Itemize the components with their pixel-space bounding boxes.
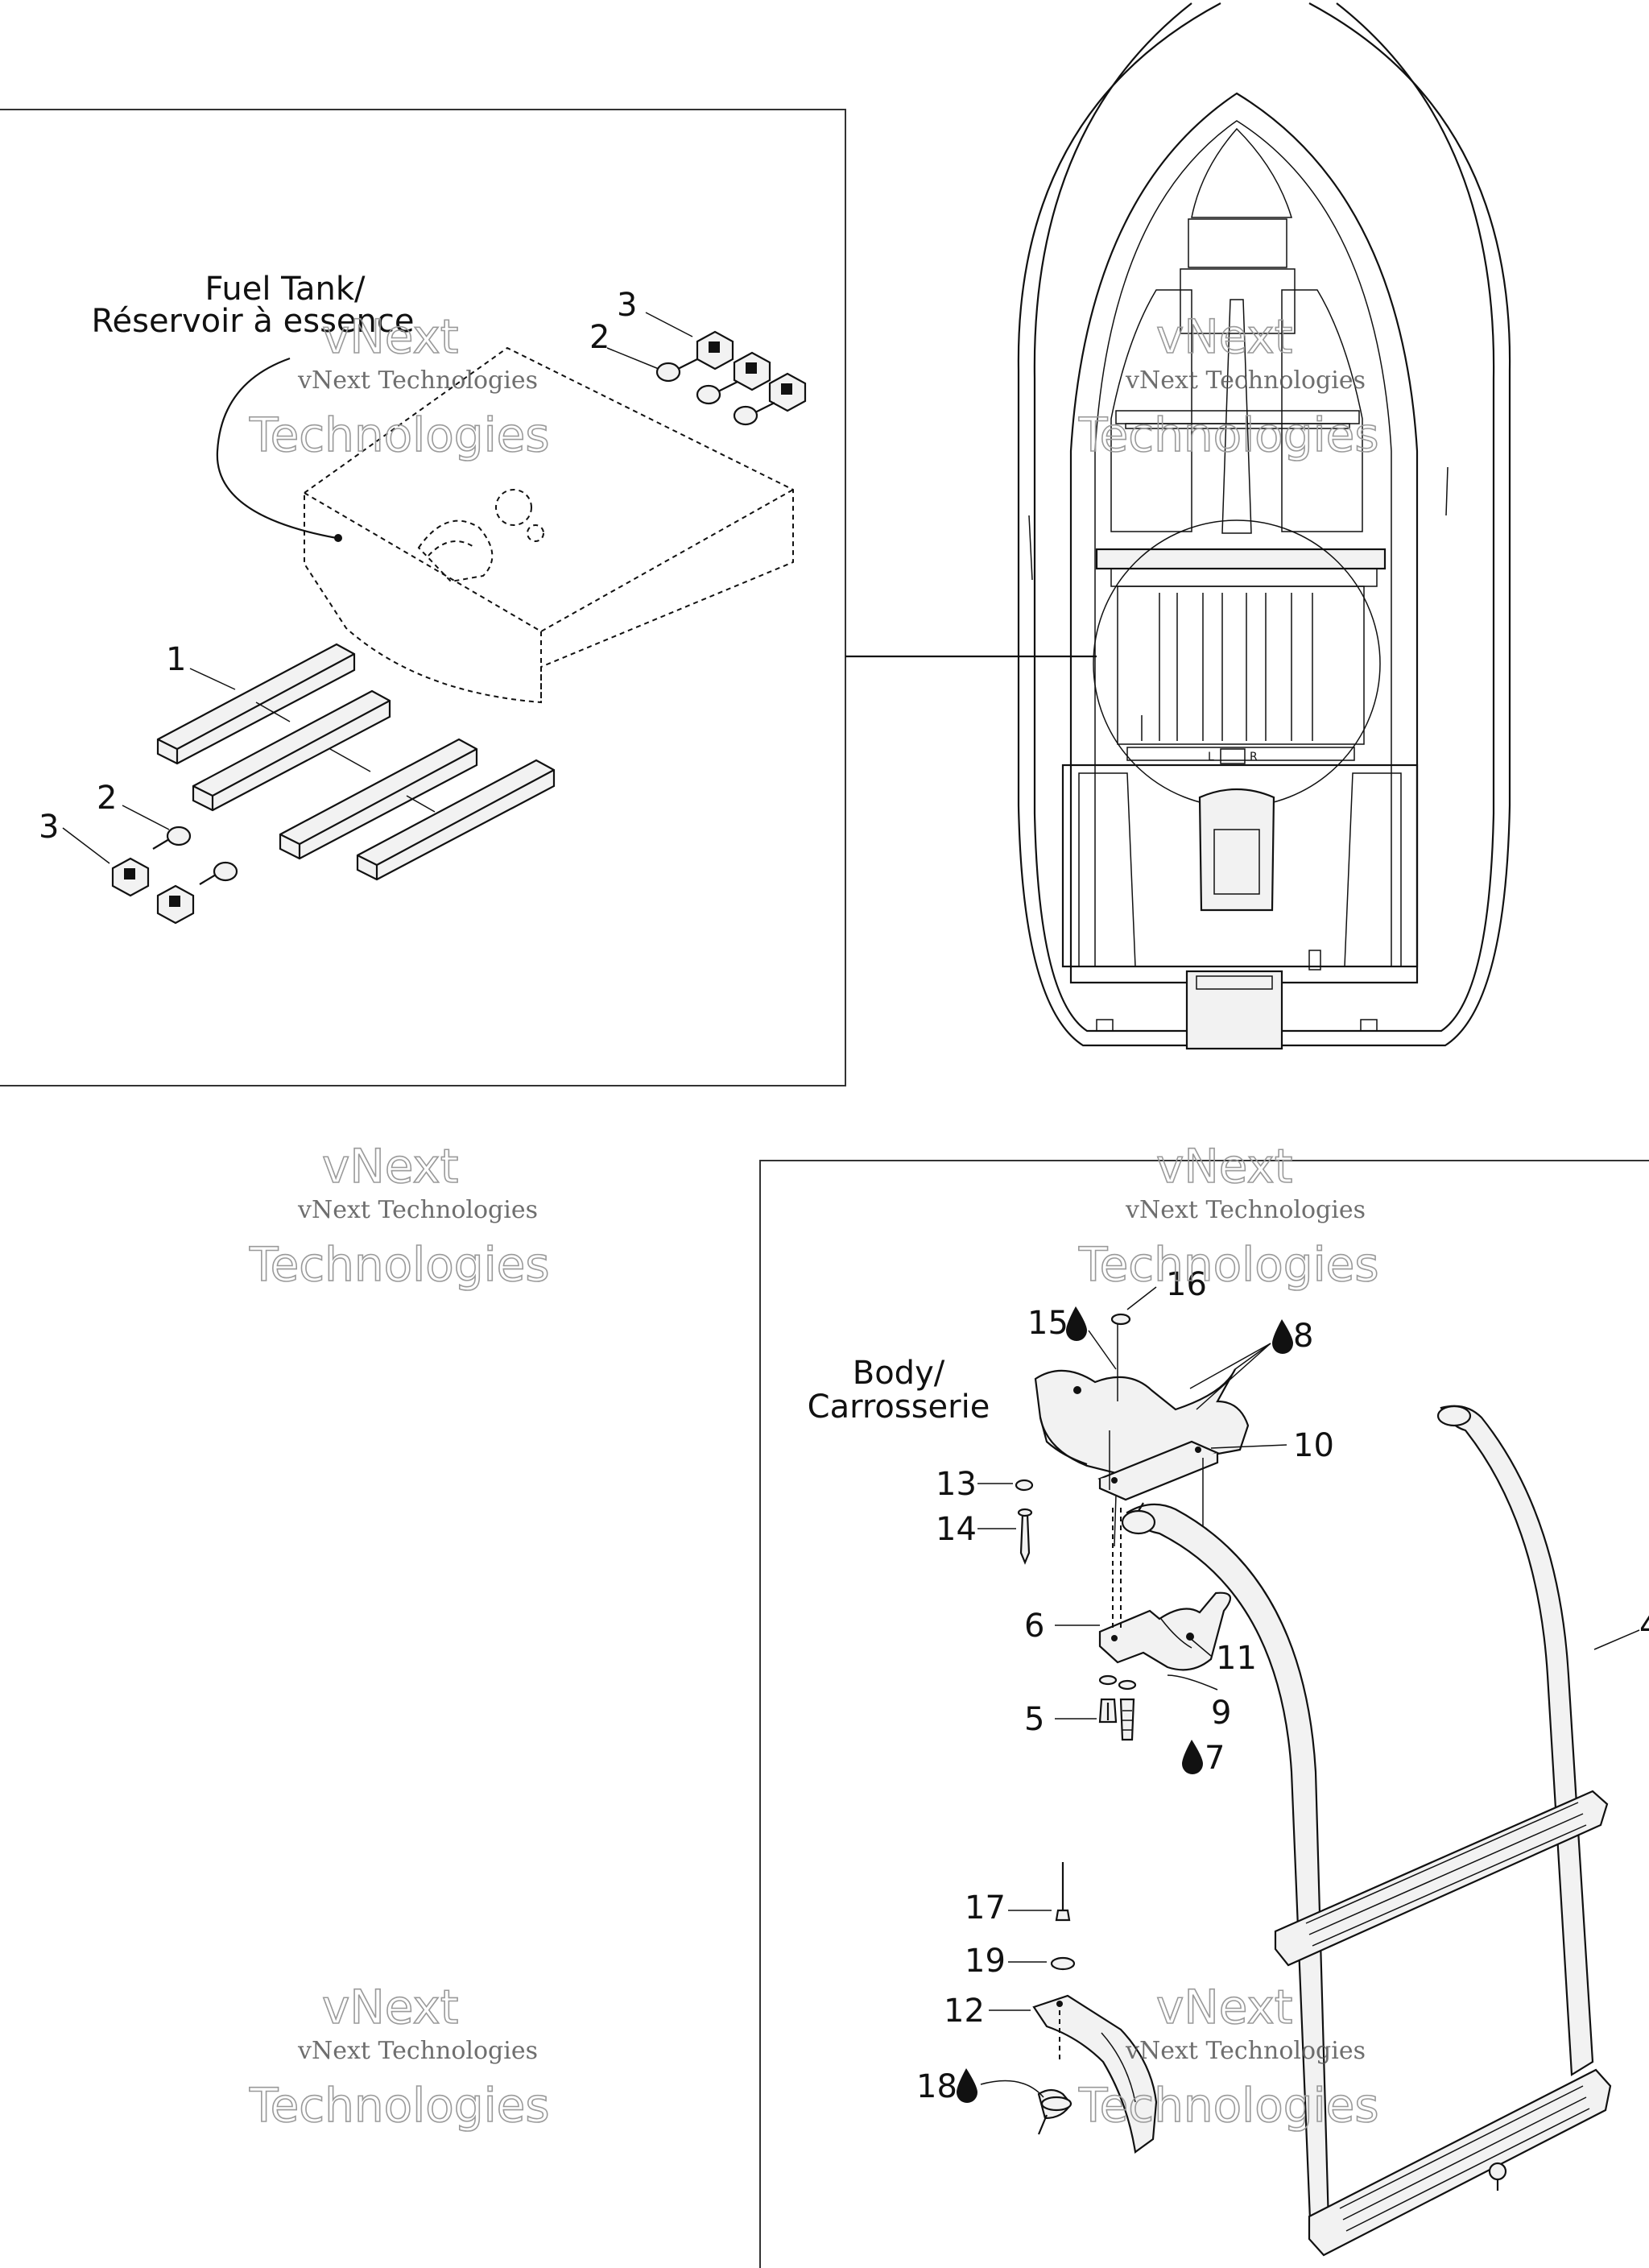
upper-fasteners [655, 330, 807, 426]
svg-text:vNext Technologies: vNext Technologies [1125, 1196, 1366, 1224]
fuel-tank-leader [216, 357, 337, 540]
callout-18: 18 [916, 2068, 957, 2105]
boarding-step-assembly [1032, 1862, 1158, 2154]
sealant-drop-icon [957, 2068, 977, 2103]
callout-9: 9 [1211, 1695, 1231, 1732]
callout-6: 6 [1024, 1608, 1044, 1645]
callout-15-leader [1088, 1330, 1117, 1370]
fuel-tank [304, 346, 794, 704]
svg-text:vNext Technologies: vNext Technologies [1125, 2037, 1366, 2065]
svg-text:Technologies: Technologies [1078, 408, 1379, 462]
callout-5: 5 [1024, 1701, 1044, 1738]
callout-2b-leader [122, 805, 170, 830]
callout-1: 1 [166, 641, 186, 678]
svg-text:vNext: vNext [1156, 1139, 1292, 1194]
body-label-en: Body/ [853, 1355, 945, 1392]
callout-11: 11 [1216, 1640, 1257, 1677]
boat-hull-top-view [1017, 2, 1511, 1050]
svg-text:Technologies: Technologies [1078, 2078, 1379, 2133]
boat-marking-left: L [1208, 751, 1214, 764]
callout-16-leader [1126, 1286, 1157, 1310]
sealant-drop-icon [1182, 1740, 1203, 1774]
body-bracket-assembly [1034, 1313, 1250, 1547]
callout-18-leader [980, 2080, 1044, 2098]
callout-2b: 2 [97, 780, 117, 817]
callout-16: 16 [1166, 1266, 1207, 1303]
svg-text:Technologies: Technologies [249, 1237, 550, 1292]
watermark-2: vNext vNext Technologies Technologies [1077, 308, 1379, 463]
tank-straps [156, 643, 556, 881]
callout-14: 14 [936, 1511, 977, 1548]
svg-text:vNext: vNext [1156, 1980, 1292, 2034]
fuel-tank-detail-frame [0, 109, 846, 1086]
callout-3a: 3 [617, 287, 637, 324]
callout-10: 10 [1293, 1427, 1334, 1464]
callout-2a-leader [606, 347, 659, 370]
callout-3b-leader [62, 827, 110, 864]
body-pointer-dot [1073, 1386, 1081, 1394]
svg-text:vNext: vNext [322, 1139, 458, 1194]
callout-7: 7 [1205, 1740, 1225, 1777]
callout-4-leader [1593, 1629, 1640, 1650]
svg-text:vNext: vNext [322, 1980, 458, 2034]
callout-2a: 2 [589, 319, 610, 356]
callout-17: 17 [965, 1889, 1006, 1927]
sealant-drop-icon [1272, 1319, 1293, 1354]
callout-8-leader [1234, 1343, 1271, 1370]
svg-text:vNext: vNext [1156, 309, 1292, 364]
fuel-tank-pointer-dot [334, 534, 342, 542]
callout-8: 8 [1293, 1318, 1313, 1355]
small-hardware [1015, 1479, 1137, 1741]
watermark-5: vNext vNext Technologies Technologies [248, 1979, 550, 2133]
callout-1-leader [189, 668, 236, 690]
ladder-hinge-bracket [1098, 1508, 1232, 1671]
svg-text:vNext Technologies: vNext Technologies [297, 2037, 538, 2065]
body-label-fr: Carrosserie [808, 1389, 990, 1426]
svg-text:Technologies: Technologies [249, 2078, 550, 2133]
watermark-4: vNext vNext Technologies Technologies [1077, 1138, 1379, 1293]
callout-11-leader [1189, 1637, 1212, 1657]
watermark-1: vNext vNext Technologies Technologies [248, 308, 550, 463]
callout-9-leader [1167, 1674, 1218, 1691]
callout-4: 4 [1639, 1608, 1649, 1645]
boat-marking-right: R [1250, 751, 1258, 764]
svg-text:vNext Technologies: vNext Technologies [1125, 366, 1366, 395]
boarding-ladder [1121, 1405, 1612, 2257]
ladder-detail-frame [759, 1160, 1649, 2268]
callout-3b: 3 [39, 809, 59, 846]
callout-12: 12 [944, 1993, 985, 2030]
svg-text:Technologies: Technologies [1078, 1237, 1379, 1292]
watermark-3: vNext vNext Technologies Technologies [248, 1138, 550, 1293]
callout-19: 19 [965, 1943, 1006, 1980]
sealant-drop-icon [1066, 1306, 1087, 1341]
svg-text:vNext: vNext [322, 309, 458, 364]
callout-3a-leader [645, 312, 693, 337]
svg-text:vNext Technologies: vNext Technologies [297, 1196, 538, 1224]
bracket-pointer-dot [1186, 1633, 1194, 1641]
fuel-tank-label-en: Fuel Tank/ [205, 271, 366, 308]
watermark-6: vNext vNext Technologies Technologies [1077, 1979, 1379, 2133]
svg-text:vNext Technologies: vNext Technologies [297, 366, 538, 395]
lower-fasteners [111, 826, 238, 925]
svg-text:Technologies: Technologies [249, 408, 550, 462]
callout-15: 15 [1027, 1305, 1068, 1342]
fuel-tank-label-fr: Réservoir à essence [92, 303, 415, 340]
callout-13: 13 [936, 1466, 977, 1503]
callout-10-leader [1210, 1444, 1287, 1449]
